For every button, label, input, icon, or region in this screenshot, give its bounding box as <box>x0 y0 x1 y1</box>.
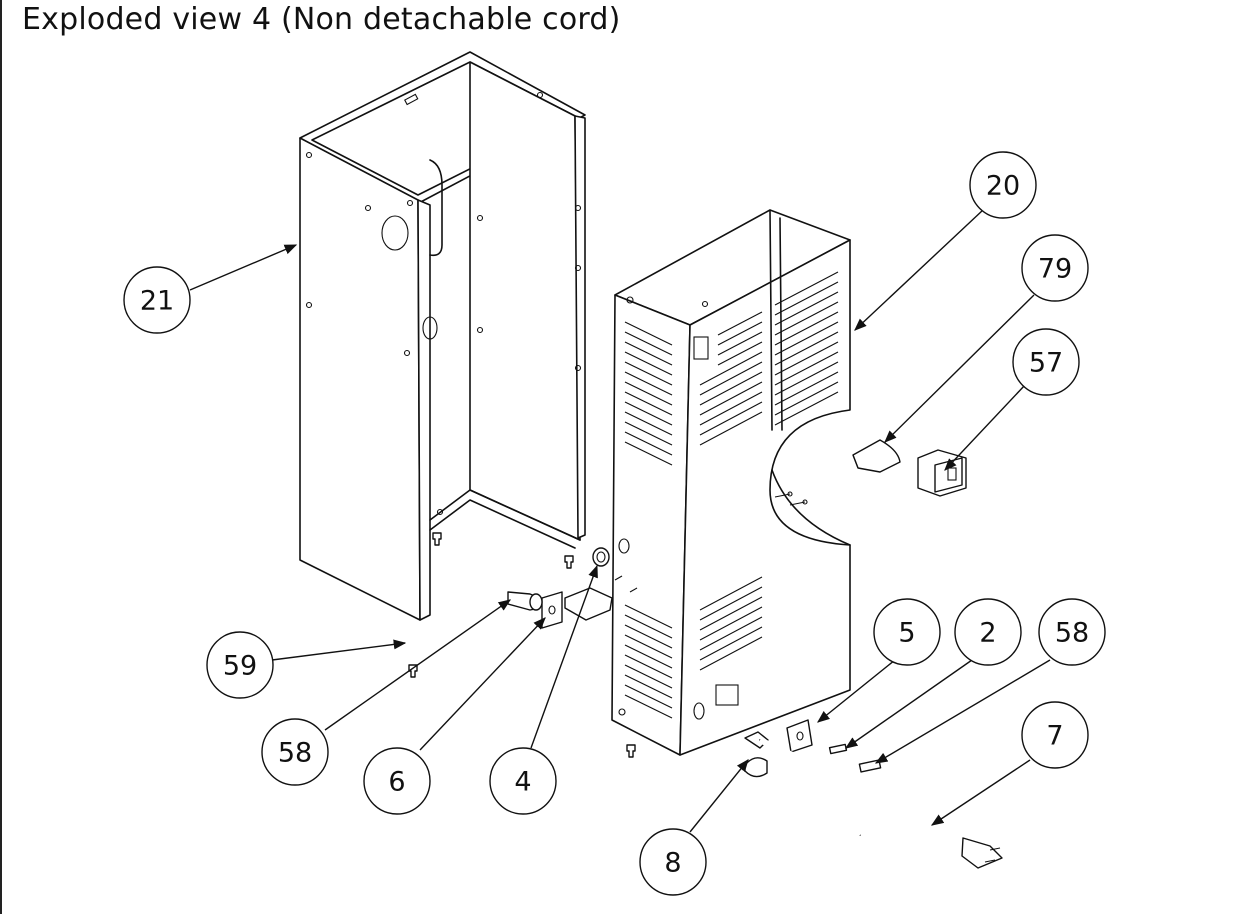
callout-20: 20 <box>969 151 1037 219</box>
callout-label: 58 <box>1055 618 1089 649</box>
callout-label: 79 <box>1038 254 1072 285</box>
callout-label: 59 <box>223 651 257 682</box>
power-cord-part <box>758 737 1003 899</box>
left-louvers <box>624 321 673 719</box>
callout-8: 8 <box>639 828 707 896</box>
callout-5: 5 <box>873 598 941 666</box>
callout-58-right: 58 <box>1038 598 1106 666</box>
bracket-part <box>541 591 563 629</box>
callout-59: 59 <box>206 631 274 699</box>
connector-left-part <box>507 591 543 611</box>
callout-79: 79 <box>1021 234 1089 302</box>
callout-label: 57 <box>1029 348 1063 379</box>
callout-label: 20 <box>986 171 1020 202</box>
callout-label: 8 <box>664 848 681 879</box>
rear-housing-panel <box>299 51 586 621</box>
callout-2: 2 <box>954 598 1022 666</box>
callout-4: 4 <box>489 747 557 815</box>
knob-part <box>592 547 610 567</box>
callout-label: 4 <box>514 767 531 798</box>
leader-lines <box>189 209 1051 833</box>
callout-label: 2 <box>979 618 996 649</box>
callout-21: 21 <box>123 266 191 334</box>
rocker-switch-part <box>917 449 967 497</box>
pins-part <box>828 743 882 773</box>
callout-label: 6 <box>388 767 405 798</box>
callout-6: 6 <box>363 747 431 815</box>
callout-58-left: 58 <box>261 718 329 786</box>
strain-relief-part <box>744 731 769 778</box>
callout-label: 21 <box>140 286 174 317</box>
front-housing-panel <box>611 209 851 756</box>
switch-boot-part <box>852 439 901 473</box>
screws <box>408 532 636 758</box>
page-title: Exploded view 4 (Non detachable cord) <box>22 2 621 37</box>
knob-cover-part <box>564 587 613 621</box>
callout-7: 7 <box>1021 701 1089 769</box>
callout-57: 57 <box>1012 328 1080 396</box>
frame-border <box>0 0 2 914</box>
callout-label: 7 <box>1046 721 1063 752</box>
front-louvers <box>699 271 839 671</box>
strain-plate-part <box>786 719 813 753</box>
callout-label: 5 <box>898 618 915 649</box>
callout-label: 58 <box>278 738 312 769</box>
